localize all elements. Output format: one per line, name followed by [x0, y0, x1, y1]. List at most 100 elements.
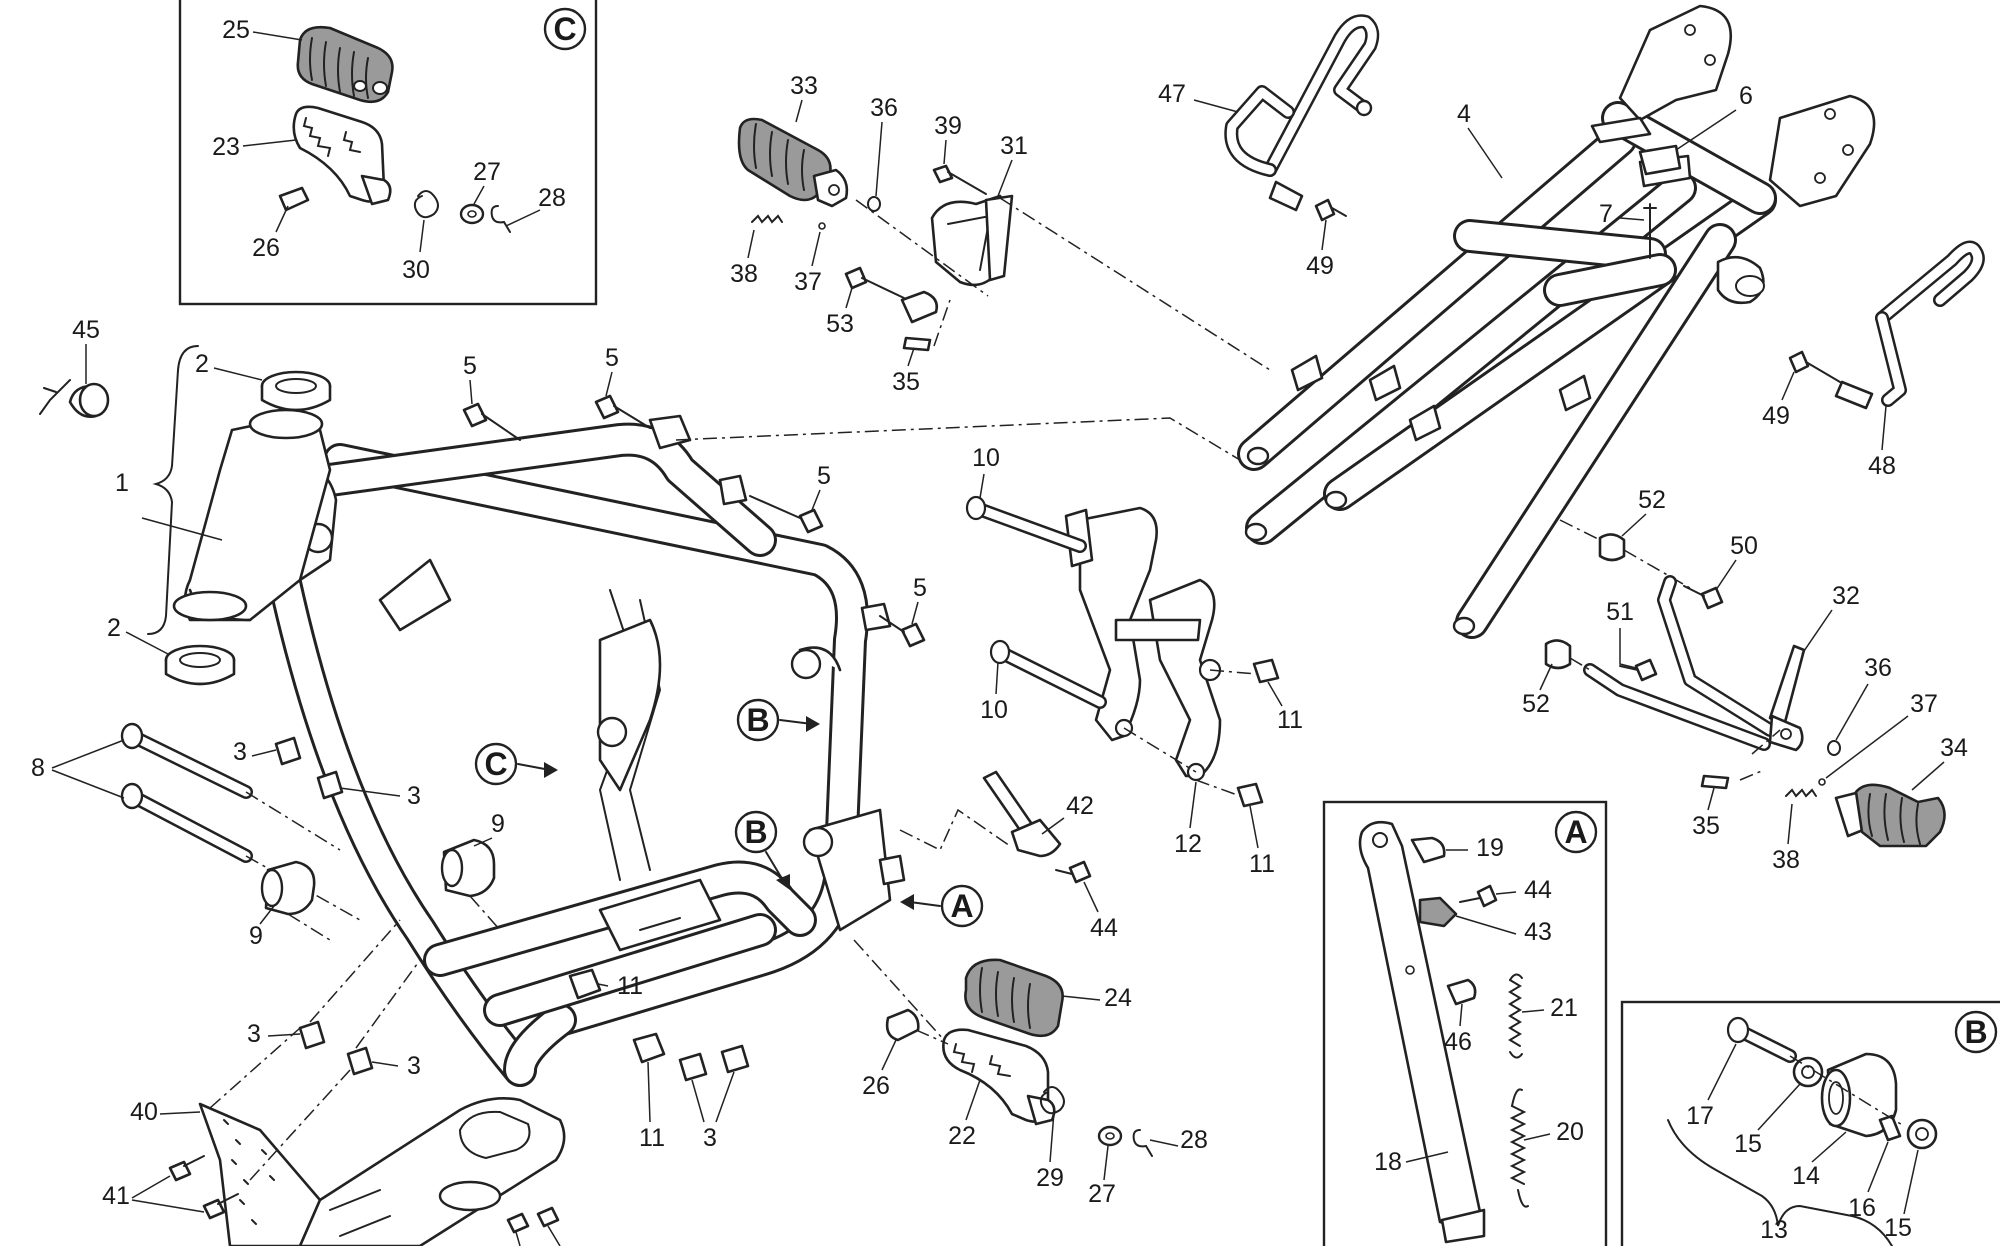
footpeg-bracket-31-part — [930, 194, 1014, 287]
callout-24: 24 — [1104, 984, 1132, 1012]
bolt-5d-part — [900, 622, 926, 648]
detail-box-c-frame — [178, 0, 598, 306]
nut-11d-part — [1236, 782, 1264, 808]
callout-4: 4 — [1457, 100, 1471, 128]
callout-17: 17 — [1686, 1102, 1714, 1130]
callout-6: 6 — [1739, 82, 1753, 110]
clip-3b-part — [316, 770, 344, 800]
bracket-1 — [147, 345, 199, 635]
callout-3-e: 3 — [703, 1124, 717, 1152]
callout-42: 42 — [1066, 792, 1094, 820]
callout-48: 48 — [1868, 452, 1896, 480]
clip-3d-part — [346, 1046, 374, 1076]
callout-53: 53 — [826, 310, 854, 338]
callout-3-b: 3 — [407, 782, 421, 810]
callout-28-b: 28 — [1180, 1126, 1208, 1154]
washer-36a-part — [867, 196, 881, 212]
detail-box-a-frame — [1322, 800, 1608, 1246]
footpeg-22-part — [942, 1028, 1056, 1126]
spring-20-part — [1509, 1105, 1527, 1185]
detail-box-b-label: B — [1964, 1014, 1987, 1050]
clip-3c-part — [298, 1020, 326, 1050]
callout-1: 1 — [115, 469, 129, 497]
engine-bolt-10b-part — [989, 639, 1107, 709]
skid-screw-lower-part — [506, 1212, 530, 1234]
callout-2-upper: 2 — [195, 350, 209, 378]
callout-33: 33 — [790, 72, 818, 100]
spacer-52b-part — [1544, 639, 1572, 670]
engine-mount-bracket-part — [1064, 506, 1222, 782]
skid-plate-part — [198, 1097, 566, 1246]
callout-11-b: 11 — [639, 1124, 665, 1152]
svg-text:C: C — [484, 746, 507, 782]
callout-37-a: 37 — [794, 268, 822, 296]
callout-13: 13 — [1760, 1216, 1788, 1244]
callout-19: 19 — [1476, 834, 1504, 862]
bolt-50-part — [1700, 586, 1724, 610]
clip-3a-part — [274, 736, 302, 766]
callout-44-a: 44 — [1090, 914, 1118, 942]
detail-box-b-badge — [1954, 1010, 1998, 1054]
callout-11-a: 11 — [617, 972, 643, 1000]
bolt-51-part — [1634, 658, 1658, 682]
callout-9-a: 9 — [491, 810, 505, 838]
bearing-15b-part — [1906, 1118, 1938, 1150]
callout-5-b: 5 — [605, 344, 619, 372]
callout-14: 14 — [1792, 1162, 1820, 1190]
bracket-13 — [1667, 1119, 1893, 1246]
bolt-39-part — [932, 164, 954, 184]
callout-11-c: 11 — [1277, 706, 1303, 734]
callout-34: 34 — [1940, 734, 1968, 762]
main-frame-part — [263, 414, 906, 1087]
spacer-9a-part — [440, 838, 496, 898]
subframe-part — [1237, 4, 1876, 639]
callout-21: 21 — [1550, 994, 1578, 1022]
callout-35-a: 35 — [892, 368, 920, 396]
callout-20: 20 — [1556, 1118, 1584, 1146]
callout-29: 29 — [1036, 1164, 1064, 1192]
nut-11c-part — [1252, 658, 1280, 684]
callout-50: 50 — [1730, 532, 1758, 560]
bolt-46-part — [1446, 978, 1477, 1006]
callout-8: 8 — [31, 754, 45, 782]
detail-box-a-badge — [1554, 810, 1598, 854]
callout-5-c: 5 — [817, 462, 831, 490]
callout-30: 30 — [402, 256, 430, 284]
washer-36b-part — [1827, 740, 1841, 756]
callout-25: 25 — [222, 16, 250, 44]
callout-46: 46 — [1444, 1028, 1472, 1056]
callout-28: 28 — [538, 184, 566, 212]
callout-12: 12 — [1174, 830, 1202, 858]
pointer-b-upper: B — [736, 698, 820, 742]
bracket-6-part — [1638, 144, 1682, 176]
callout-38-a: 38 — [730, 260, 758, 288]
pivot-bolt-17-part — [1726, 1016, 1797, 1063]
footpeg-rubber-part — [296, 25, 394, 104]
rubber-block-43-part — [1418, 896, 1458, 928]
nut-11b-part — [632, 1032, 666, 1064]
callout-37-b: 37 — [1910, 690, 1938, 718]
nut-11a-part — [568, 968, 602, 1000]
split-pin-28b-part — [1132, 1129, 1153, 1157]
callout-15-a: 15 — [1734, 1130, 1762, 1158]
cable-guide-part — [982, 770, 1062, 858]
callout-52-b: 52 — [1522, 690, 1550, 718]
screw-44b-part — [1476, 884, 1498, 908]
grab-bar-left-part — [1224, 14, 1380, 212]
footpeg-bracket-32-part — [1583, 575, 1806, 752]
bolt-5a-part — [462, 402, 488, 428]
callout-5-d: 5 — [913, 574, 927, 602]
stand-pivot-19-part — [1410, 836, 1446, 864]
callout-9-b: 9 — [249, 922, 263, 950]
callout-15-b: 15 — [1884, 1214, 1912, 1242]
callout-41: 41 — [102, 1182, 130, 1210]
spacer-52a-part — [1598, 533, 1626, 562]
bearing-upper-part — [260, 370, 332, 412]
callout-2-lower: 2 — [107, 614, 121, 642]
pointer-c-left: C — [474, 742, 558, 786]
footpeg-rubber-24-part — [964, 958, 1064, 1038]
pin-35a-part — [902, 336, 932, 352]
callout-32: 32 — [1832, 582, 1860, 610]
side-stand-part — [1358, 820, 1486, 1244]
rear-footpeg-34-part — [1834, 783, 1946, 848]
